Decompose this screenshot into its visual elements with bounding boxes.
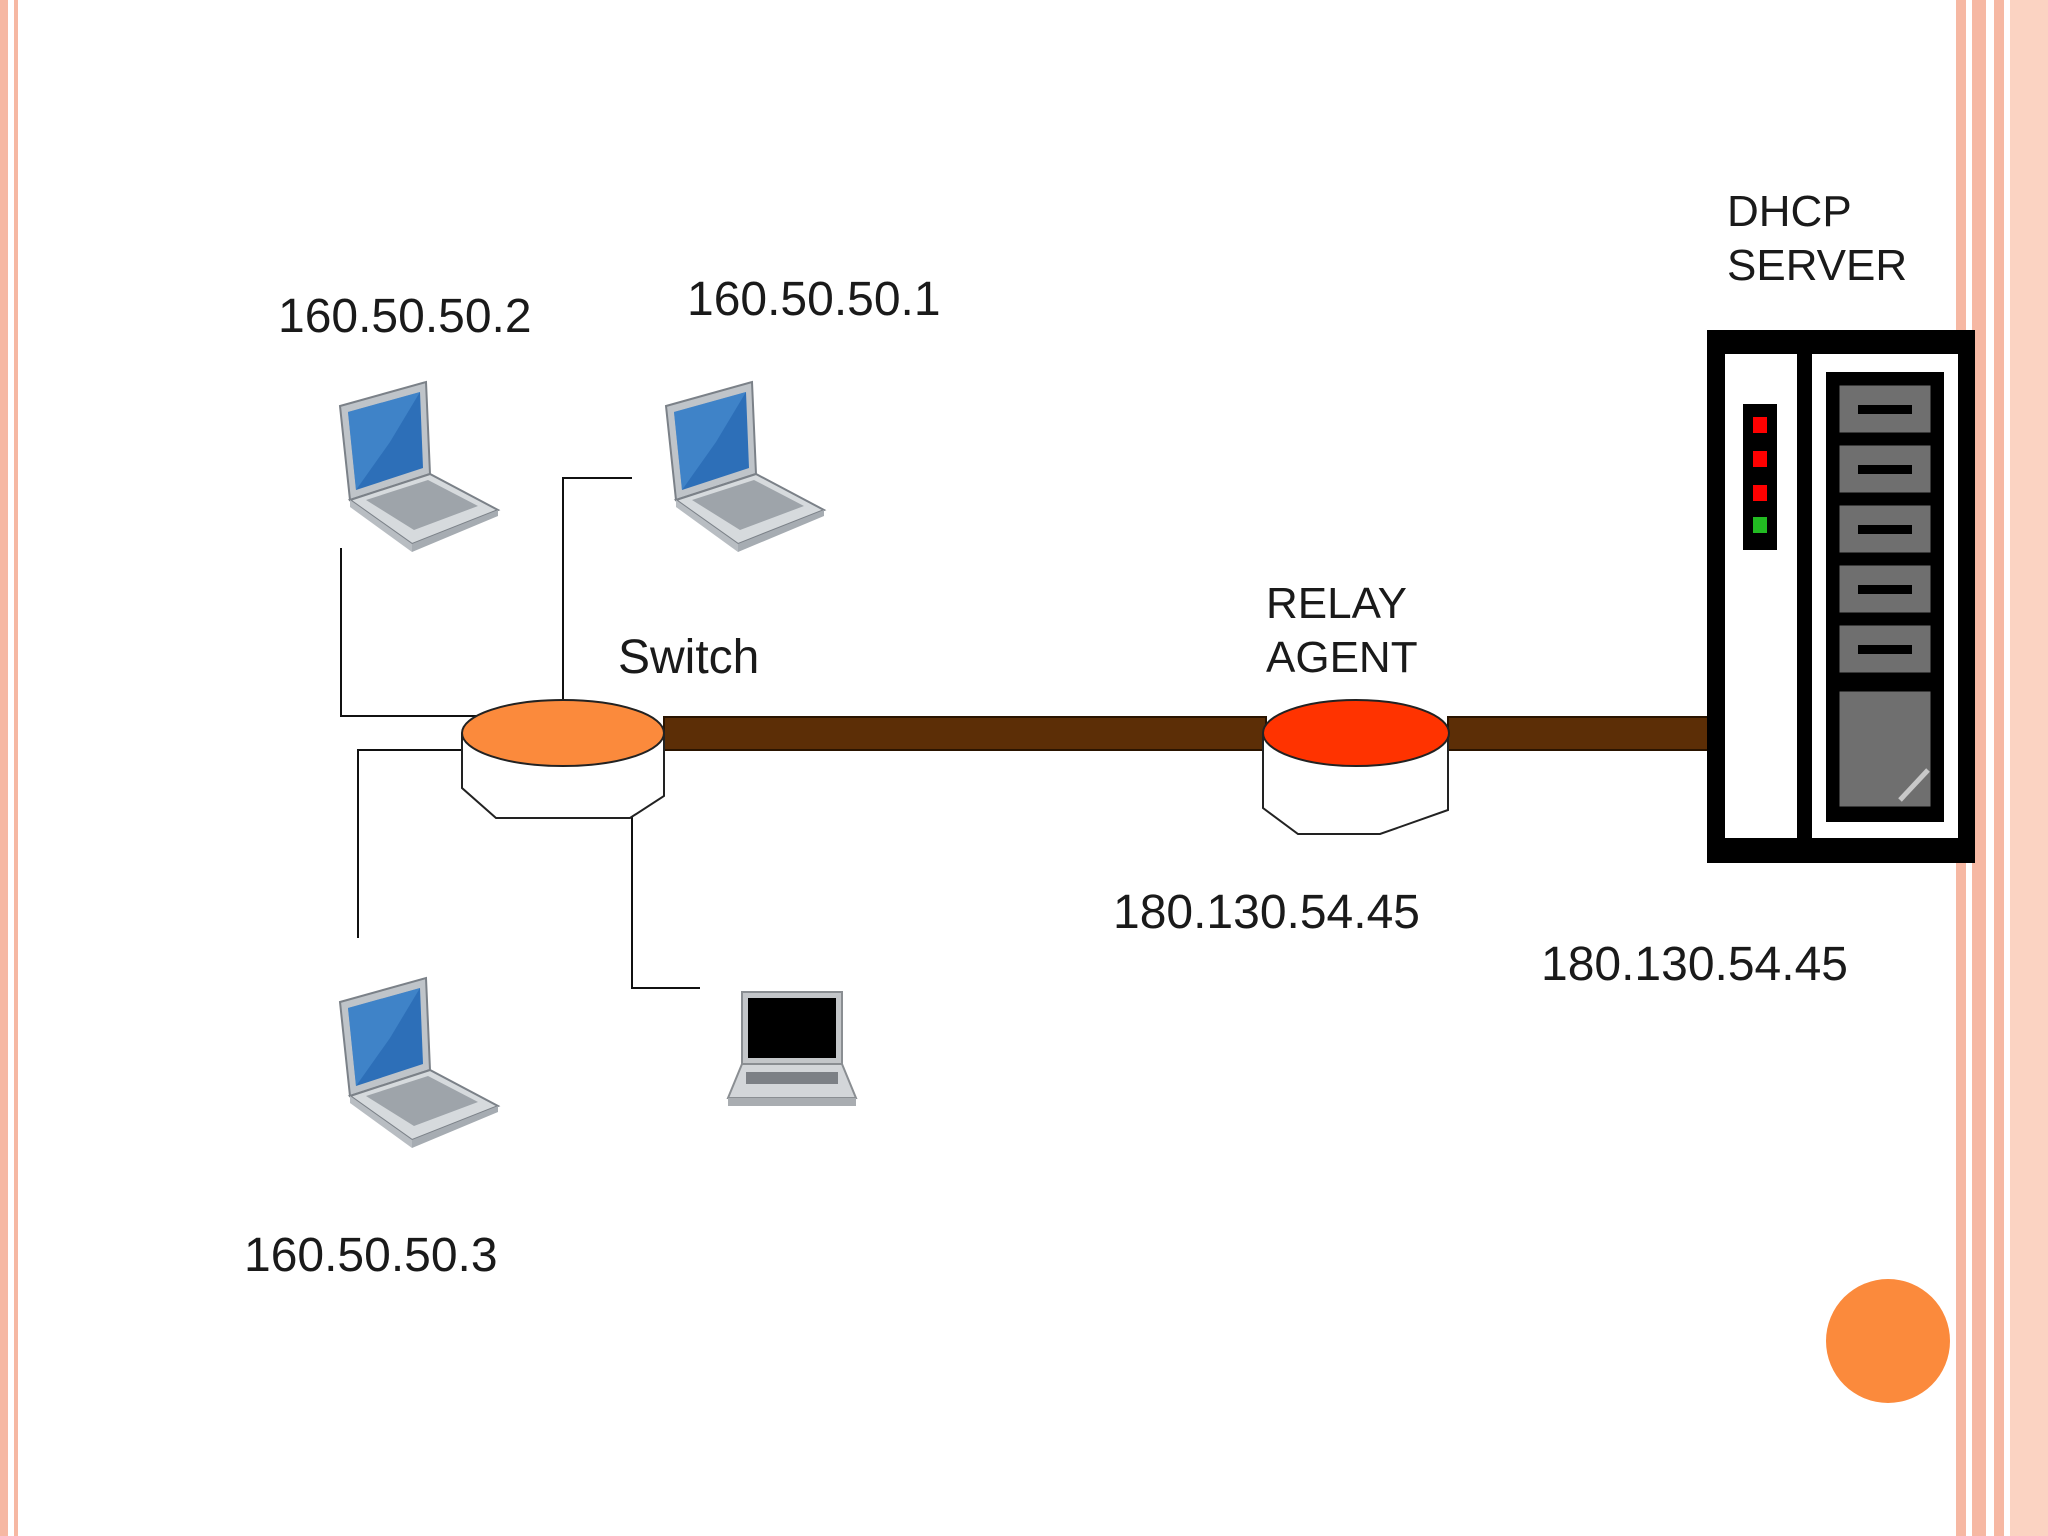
relay-label-line2: AGENT bbox=[1266, 633, 1418, 682]
slide-border-left bbox=[0, 0, 18, 1536]
decorative-circle bbox=[1826, 1279, 1950, 1403]
line-to-laptop-top-middle bbox=[562, 477, 632, 700]
switch-top bbox=[461, 699, 665, 767]
laptop-top-middle[interactable] bbox=[665, 381, 825, 553]
relay-top bbox=[1262, 699, 1450, 767]
line-to-laptop-top-left bbox=[340, 548, 480, 717]
server-label-line1: DHCP bbox=[1727, 187, 1852, 236]
connection-lines bbox=[340, 477, 700, 989]
laptop-bottom-left[interactable] bbox=[339, 977, 499, 1149]
ip-label-bottom-left: 160.50.50.3 bbox=[244, 1229, 498, 1282]
ip-label-top-left: 160.50.50.2 bbox=[278, 290, 532, 343]
relay-label-line1: RELAY bbox=[1266, 579, 1407, 628]
led-green bbox=[1753, 517, 1767, 533]
switch-label: Switch bbox=[618, 631, 759, 684]
trunk-cable-switch-relay bbox=[663, 716, 1267, 751]
led-red-2 bbox=[1753, 451, 1767, 467]
line-to-laptop-bottom-right bbox=[631, 770, 700, 989]
laptop-top-left[interactable] bbox=[339, 381, 499, 553]
server-status-leds bbox=[1743, 404, 1777, 550]
server-label-line2: SERVER bbox=[1727, 241, 1907, 290]
server-ip-label: 180.130.54.45 bbox=[1541, 938, 1848, 991]
line-to-laptop-bottom-left bbox=[357, 749, 480, 938]
laptop-bottom-right[interactable] bbox=[727, 991, 857, 1107]
led-red-1 bbox=[1753, 417, 1767, 433]
trunk-cable-relay-server bbox=[1447, 716, 1711, 751]
led-red-3 bbox=[1753, 485, 1767, 501]
relay-ip-label: 180.130.54.45 bbox=[1113, 886, 1420, 939]
relay-agent-device[interactable] bbox=[1262, 699, 1450, 835]
dhcp-server[interactable] bbox=[1707, 330, 1975, 863]
ip-label-top-middle: 160.50.50.1 bbox=[687, 273, 941, 326]
switch-device[interactable] bbox=[461, 699, 665, 819]
server-drive-bays bbox=[1836, 382, 1934, 810]
